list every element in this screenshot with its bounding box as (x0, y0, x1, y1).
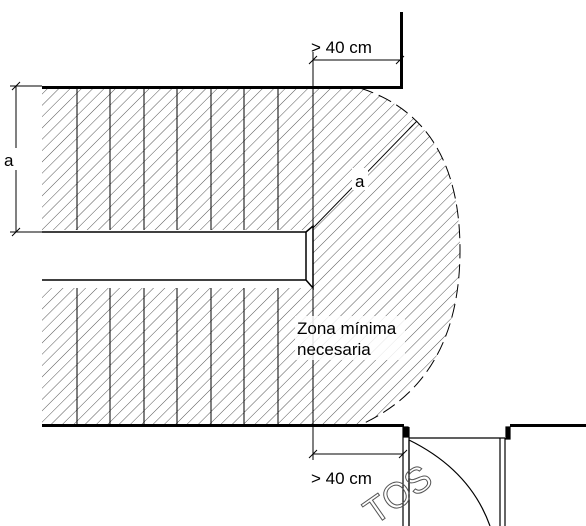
bottom-clearance-dimension (308, 425, 408, 460)
top-clearance-dimension (308, 52, 405, 88)
bottom-wall-right (510, 424, 586, 427)
lower-steps (76, 288, 314, 425)
upper-steps (76, 88, 314, 230)
zone-label-line1: Zona mínima (297, 319, 397, 338)
side-dimension-label: a (4, 151, 14, 170)
zone-boundary (359, 87, 461, 426)
bottom-wall (42, 424, 404, 427)
watermark: TOS (356, 456, 440, 526)
radius-dimension-label: a (355, 172, 365, 191)
top-clearance-label: > 40 cm (311, 38, 372, 57)
zone-label-line2: necesaria (297, 340, 371, 359)
bottom-clearance-label: > 40 cm (311, 469, 372, 488)
center-wall (42, 224, 314, 290)
door (402, 426, 511, 526)
landing-zone-hatch (313, 88, 460, 425)
